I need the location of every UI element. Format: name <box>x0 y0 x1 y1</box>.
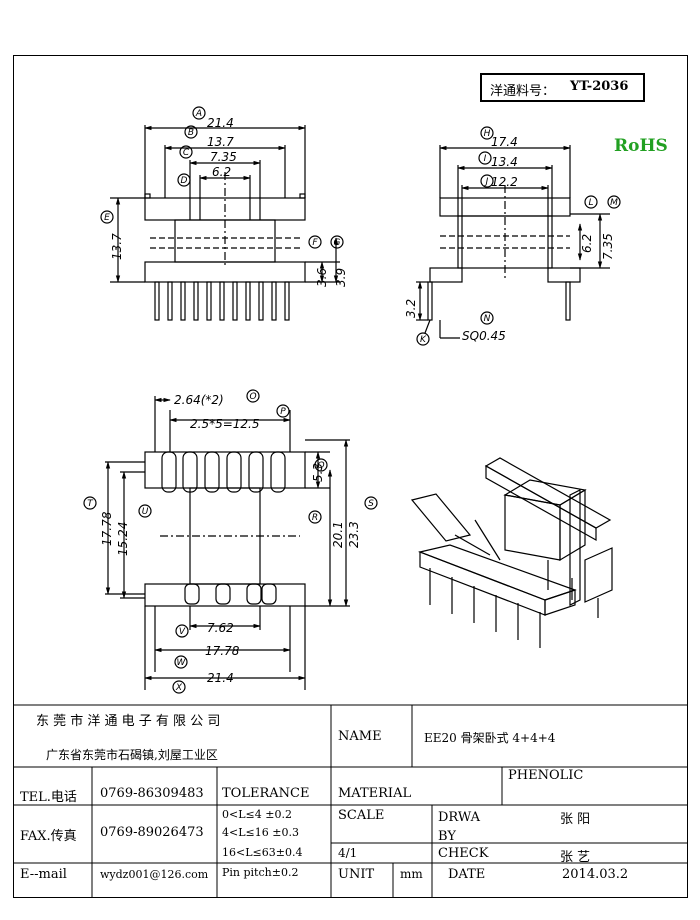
balloon-f: F <box>312 238 318 248</box>
tolerance-row-1: 0<L≤4 ±0.2 <box>222 808 292 821</box>
balloon-n: N <box>484 314 491 324</box>
balloon-a: A <box>195 109 202 119</box>
check-value: 张 艺 <box>560 850 591 865</box>
balloon-b: B <box>188 128 194 138</box>
dim-x: 21.4 <box>207 671 234 685</box>
date-value: 2014.03.2 <box>562 867 629 882</box>
tel-label: TEL.电话 <box>20 790 77 805</box>
name-value: EE20 骨架卧式 4+4+4 <box>424 731 556 745</box>
dim-j: 12.2 <box>491 175 518 189</box>
balloon-c: C <box>183 148 190 158</box>
side-view-labels: 17.4 13.4 12.2 6.2 7.35 3.2 SQ0.45 H I J… <box>404 129 618 345</box>
tolerance-label: TOLERANCE <box>222 786 310 801</box>
material-label: MATERIAL <box>338 786 412 801</box>
balloon-k: K <box>420 335 427 345</box>
bottom-view <box>83 389 378 694</box>
dim-f: 3.6 <box>315 268 329 287</box>
dim-w: 17.78 <box>205 644 240 658</box>
dim-k: SQ0.45 <box>462 329 506 343</box>
tolerance-row-4: Pin pitch±0.2 <box>222 866 299 879</box>
dim-u: 15.24 <box>116 522 130 556</box>
fax-value: 0769-89026473 <box>100 825 204 840</box>
part-number-box: 洋通料号： YT-2036 <box>480 73 645 102</box>
dim-p: 2.5*5=12.5 <box>190 417 260 431</box>
name-label: NAME <box>338 729 382 744</box>
dim-d: 6.2 <box>212 165 231 179</box>
iso-rail-left <box>410 493 472 542</box>
balloon-s: S <box>368 499 374 509</box>
balloon-o: O <box>249 392 256 402</box>
balloon-w: W <box>177 658 187 668</box>
side-pin-right <box>565 281 571 321</box>
part-number-value: YT-2036 <box>570 79 629 94</box>
dim-h: 17.4 <box>491 135 518 149</box>
dim-r: 20.1 <box>331 521 345 548</box>
material-value: PHENOLIC <box>508 768 584 783</box>
dim-o: 2.64(*2) <box>174 393 224 407</box>
balloon-g: G <box>334 238 341 248</box>
dim-i: 13.4 <box>491 155 518 169</box>
bottom-view-labels: 2.64(*2) 2.5*5=12.5 5.3 17.78 15.24 20.1… <box>87 392 374 693</box>
rohs-mark: RoHS <box>614 136 668 156</box>
company-name: 东 莞 市 洋 通 电 子 有 限 公 司 <box>36 714 221 729</box>
drawn-value: 张 阳 <box>560 812 591 827</box>
balloon-r: R <box>312 513 318 523</box>
balloon-e: E <box>104 213 110 223</box>
unit-value: mm <box>400 867 423 881</box>
dim-n: 3.2 <box>404 299 418 318</box>
date-label: DATE <box>448 867 486 882</box>
iso-pins <box>429 560 599 648</box>
balloon-l: L <box>588 198 593 208</box>
dim-c: 7.35 <box>210 150 237 164</box>
bottom-pin-pads-bottom <box>184 583 277 605</box>
fax-label: FAX.传真 <box>20 829 77 844</box>
balloon-v: V <box>179 627 186 637</box>
balloon-t: T <box>87 499 94 509</box>
balloon-m: M <box>610 198 618 208</box>
part-number-label: 洋通料号： <box>490 84 556 99</box>
front-pins <box>154 281 290 321</box>
tel-value: 0769-86309483 <box>100 786 204 801</box>
dim-g: 3.9 <box>334 268 348 287</box>
dim-m: 7.35 <box>601 233 615 260</box>
drawn-label: DRWA BY <box>438 810 481 844</box>
dim-a: 21.4 <box>207 116 234 130</box>
dim-l: 6.2 <box>580 234 594 253</box>
scale-value: 4/1 <box>338 846 358 860</box>
front-bottom-flange <box>144 261 306 283</box>
balloon-x: X <box>175 683 183 693</box>
unit-label: UNIT <box>338 867 375 882</box>
email-value: wydz001@126.com <box>100 868 209 881</box>
side-view <box>416 126 621 346</box>
balloon-p: P <box>280 407 286 417</box>
dim-e: 13.7 <box>110 233 124 260</box>
email-label: E--mail <box>20 867 67 882</box>
dim-b: 13.7 <box>207 135 234 149</box>
balloon-h: H <box>484 129 491 139</box>
balloon-i: I <box>484 154 487 164</box>
dim-q: 5.3 <box>311 463 325 482</box>
dim-t: 17.78 <box>100 511 114 546</box>
bottom-pin-pads-top <box>161 451 286 493</box>
balloon-d: D <box>181 176 188 186</box>
tolerance-row-2: 4<L≤16 ±0.3 <box>222 826 299 839</box>
drawing-sheet <box>13 55 688 898</box>
balloon-j: J <box>484 177 489 187</box>
front-view-labels: 21.4 13.7 7.35 6.2 13.7 3.6 3.9 A B C D … <box>104 109 348 287</box>
front-view <box>100 106 344 321</box>
check-label: CHECK <box>438 846 489 861</box>
isometric-view <box>410 457 613 648</box>
dim-s: 23.3 <box>347 521 361 548</box>
company-address: 广东省东莞市石碣镇,刘屋工业区 <box>46 748 218 762</box>
dim-v: 7.62 <box>207 621 234 635</box>
scale-label: SCALE <box>338 808 385 823</box>
balloon-u: U <box>142 507 149 517</box>
tolerance-row-3: 16<L≤63±0.4 <box>222 846 303 859</box>
balloon-q: Q <box>317 461 324 471</box>
